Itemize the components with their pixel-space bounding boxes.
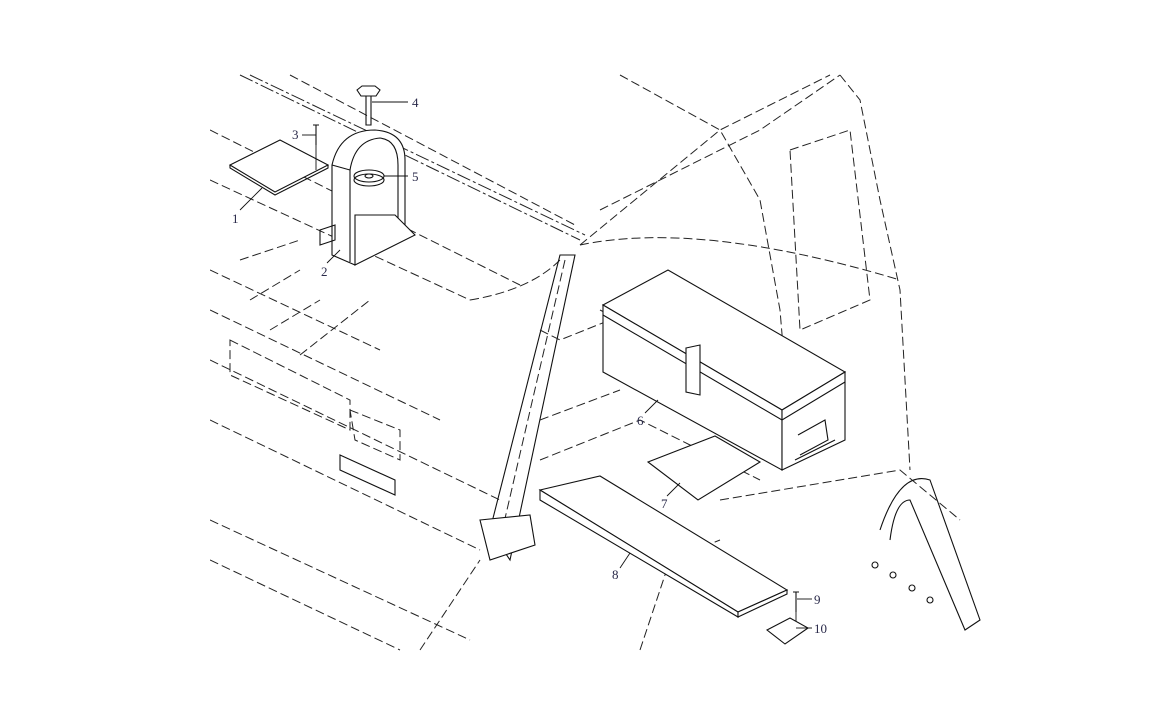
vehicle-body-outline: [210, 74, 981, 651]
callout-8: 8: [612, 567, 619, 582]
callout-4: 4: [412, 95, 419, 110]
callout-9: 9: [814, 592, 821, 607]
callout-6: 6: [637, 413, 644, 428]
part-6-toolbox: [601, 269, 847, 471]
part-4-knob-bolt: [356, 85, 381, 126]
callout-5: 5: [412, 169, 419, 184]
leader-lines: [239, 101, 812, 629]
callout-1: 1: [232, 211, 239, 226]
part-7-mat: [646, 435, 762, 501]
callout-7: 7: [661, 496, 668, 511]
callout-2: 2: [321, 264, 328, 279]
part-2-bracket: [319, 129, 416, 266]
part-10-clip: [765, 617, 810, 645]
part-8-cover: [538, 475, 789, 618]
part-1-plate: [228, 139, 330, 196]
callout-3: 3: [292, 127, 299, 142]
callout-10: 10: [814, 621, 827, 636]
